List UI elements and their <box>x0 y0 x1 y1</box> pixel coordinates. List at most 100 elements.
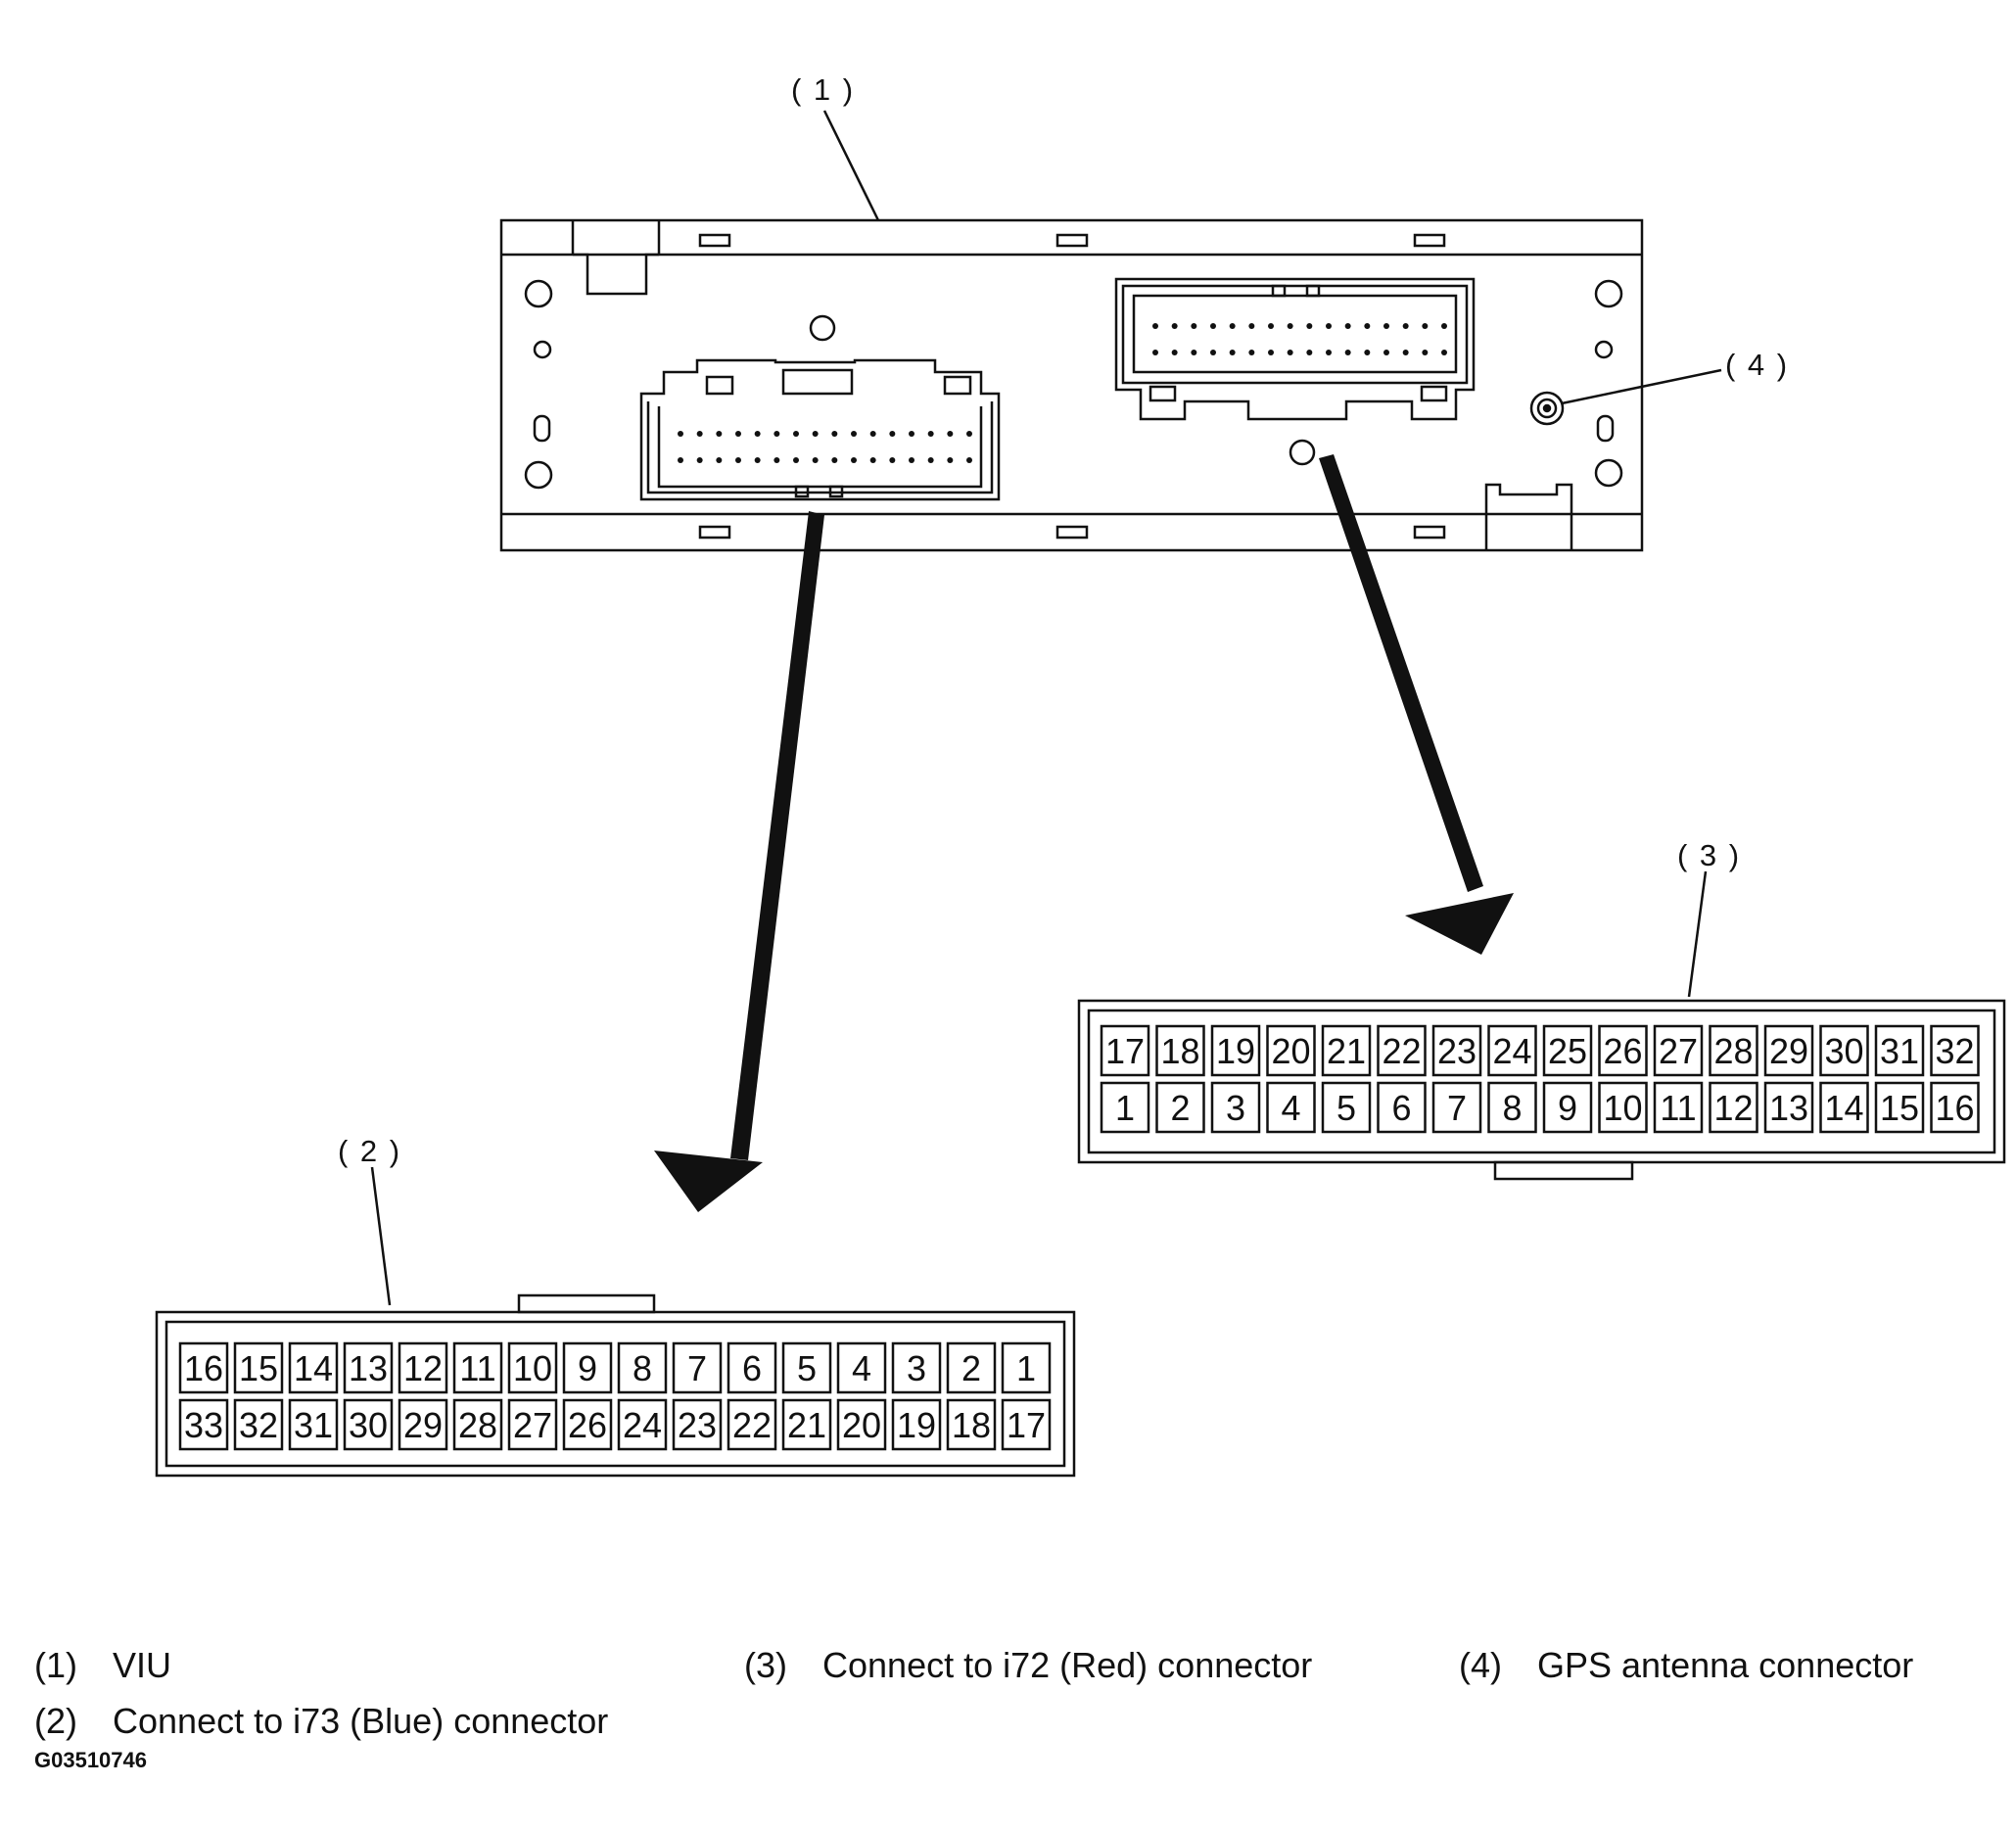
connector-2-pin-label: 18 <box>952 1405 991 1445</box>
connector-3-pin-label: 4 <box>1281 1088 1300 1128</box>
right-connector-pin-dot <box>1326 323 1332 329</box>
left-connector-pin-dot <box>774 457 780 463</box>
left-connector-pin-dot <box>947 431 954 437</box>
connector-3-pin-cell <box>1155 1081 1205 1134</box>
connector-3-pin-cell <box>1598 1024 1648 1077</box>
connector-2-pin-cell <box>288 1341 339 1394</box>
connector-3-pin-label: 15 <box>1880 1088 1919 1128</box>
callout-label-4: ( 4 ) <box>1725 348 1789 382</box>
connector-3-pin-cell <box>1210 1024 1261 1077</box>
connector-2-pin-cell <box>178 1341 229 1394</box>
connector-3-pin-label: 13 <box>1769 1088 1808 1128</box>
connector-3-pin-cell <box>1874 1081 1925 1134</box>
connector-2-pin-cell <box>343 1341 394 1394</box>
connector-3-pin-cell <box>1377 1081 1427 1134</box>
right-connector-pin-dot <box>1210 323 1216 329</box>
connector-2-pin-cell <box>562 1341 613 1394</box>
connector-3-pin-cell <box>1100 1081 1150 1134</box>
connector-3-pin-cell <box>1487 1024 1537 1077</box>
right-connector-pin-dot <box>1306 323 1313 329</box>
figure-id: G03510746 <box>34 1748 147 1772</box>
callout-label-3: ( 3 ) <box>1677 838 1741 872</box>
legend-item-1: (1)VIU <box>34 1645 171 1686</box>
connector-3-pin-label: 20 <box>1271 1031 1310 1071</box>
connector-3-pin-label: 22 <box>1382 1031 1421 1071</box>
connector-2-pin-label: 8 <box>633 1348 652 1388</box>
connector-3-pin-label: 19 <box>1216 1031 1255 1071</box>
connector-3-pin-cell <box>1763 1024 1814 1077</box>
left-connector-pin-dot <box>696 457 703 463</box>
left-connector-pin-dot <box>927 457 934 463</box>
connector-2-pin-cell <box>1001 1398 1052 1451</box>
connector-3-pin-cell <box>1377 1024 1427 1077</box>
connector-3-pin-label: 23 <box>1437 1031 1477 1071</box>
connector-2-pin-label: 17 <box>1007 1405 1046 1445</box>
right-connector-pin-dot <box>1268 323 1274 329</box>
connector-2-pin-label: 7 <box>687 1348 707 1388</box>
left-connector-pin-dot <box>966 431 972 437</box>
connector-2-pin-label: 23 <box>678 1405 717 1445</box>
connector-3-pin-label: 14 <box>1824 1088 1863 1128</box>
connector-3-pin-cell <box>1819 1081 1869 1134</box>
connector-2-pin-cell <box>288 1398 339 1451</box>
connector-2-pin-label: 16 <box>184 1348 223 1388</box>
right-connector-pin-dot <box>1191 323 1197 329</box>
connector-2-pin-cell <box>343 1398 394 1451</box>
connector-2-pin-label: 31 <box>294 1405 333 1445</box>
connector-2-pin-label: 4 <box>852 1348 871 1388</box>
connector-3-pin-label: 25 <box>1548 1031 1587 1071</box>
legend-item-1-number: (1) <box>34 1645 77 1685</box>
right-connector-pin-dot <box>1383 323 1389 329</box>
connector-2-pin-label: 10 <box>513 1348 552 1388</box>
right-connector-pin-dot <box>1422 350 1429 355</box>
connector-3-pin-label: 2 <box>1170 1088 1190 1128</box>
connector-2-pin-label: 20 <box>842 1405 881 1445</box>
connector-3-pin-cell <box>1930 1081 1980 1134</box>
right-connector-pin-dot <box>1344 350 1351 355</box>
connector-2-pin-cell <box>672 1398 723 1451</box>
connector-3-pin-cell <box>1487 1081 1537 1134</box>
left-connector-pin-dot <box>851 431 857 437</box>
connector-3-pin-cell <box>1431 1024 1482 1077</box>
connector-3-pin-cell <box>1155 1024 1205 1077</box>
connector-2-pin-cell <box>452 1341 503 1394</box>
connector-3-pin-cell <box>1321 1024 1372 1077</box>
connector-2-pin-label: 13 <box>349 1348 388 1388</box>
left-connector-pin-dot <box>716 431 723 437</box>
connector-2-pin-cell <box>507 1398 558 1451</box>
legend-item-2-text: Connect to i73 (Blue) connector <box>113 1701 609 1741</box>
right-connector-pin-dot <box>1152 323 1158 329</box>
connector-3-pin-cell <box>1653 1081 1704 1134</box>
connector-3-pin-cell <box>1100 1024 1150 1077</box>
connector-3-pin-label: 21 <box>1327 1031 1366 1071</box>
left-connector-pin-dot <box>927 431 934 437</box>
connector-2-pin-cell <box>891 1398 942 1451</box>
right-connector-pin-dot <box>1441 323 1447 329</box>
pointer-arrow-icon <box>1319 454 1514 955</box>
connector-3-pin-label: 8 <box>1502 1088 1522 1128</box>
legend-item-3-number: (3) <box>744 1645 787 1685</box>
right-connector-pin-dot <box>1306 350 1313 355</box>
viu-unit-icon <box>499 218 1644 552</box>
legend-item-4: (4)GPS antenna connector <box>1459 1645 1913 1686</box>
connector-2-pin-cell <box>836 1341 887 1394</box>
right-connector-pin-dot <box>1248 350 1255 355</box>
left-connector-pin-dot <box>869 457 876 463</box>
right-connector-pin-dot <box>1191 350 1197 355</box>
right-connector-pin-dot <box>1152 350 1158 355</box>
connector-3-pin-label: 1 <box>1115 1088 1135 1128</box>
right-connector-pin-dot <box>1441 350 1447 355</box>
right-connector-pin-dots <box>1152 323 1447 355</box>
connector-3-pin-label: 17 <box>1105 1031 1145 1071</box>
connector-3-pin-cell <box>1266 1081 1316 1134</box>
connector-2-pin-cell <box>1001 1341 1052 1394</box>
right-connector-pin-dot <box>1383 350 1389 355</box>
left-connector-pin-dot <box>812 431 819 437</box>
connector-3-pin-label: 30 <box>1824 1031 1863 1071</box>
connector-3-pin-label: 29 <box>1769 1031 1808 1071</box>
connector-2-pin-cell <box>781 1341 832 1394</box>
connector-2-pin-cell <box>836 1398 887 1451</box>
right-connector-pin-dot <box>1210 350 1216 355</box>
left-connector-pin-dot <box>754 457 761 463</box>
left-connector-pin-dot <box>889 431 896 437</box>
